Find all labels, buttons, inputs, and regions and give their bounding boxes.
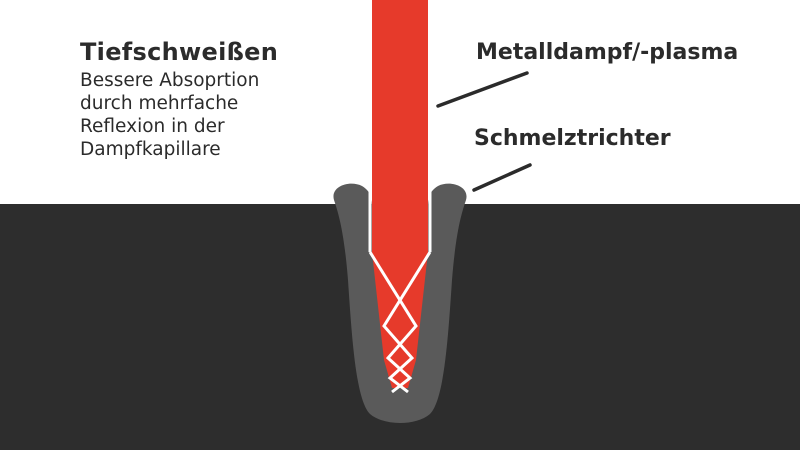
laser-beam xyxy=(372,0,428,388)
diagram-description: Bessere Absoprtion durch mehrfache Refle… xyxy=(80,69,259,161)
description-line: Dampfkapillare xyxy=(80,139,221,160)
description-line: Bessere Absoprtion xyxy=(80,70,260,91)
leader-line-melt xyxy=(472,163,532,192)
leader-line-plasma xyxy=(436,71,529,108)
diagram-title: Tiefschweißen xyxy=(80,38,279,66)
description-line: Reflexion in der xyxy=(80,116,225,137)
capillary-outline xyxy=(368,186,432,252)
label-melt-funnel: Schmelztrichter xyxy=(474,126,671,151)
reflection-ray-right xyxy=(382,251,432,394)
description-line: durch mehrfache xyxy=(80,93,239,114)
label-metal-vapor-plasma: Metalldampf/-plasma xyxy=(476,40,739,65)
